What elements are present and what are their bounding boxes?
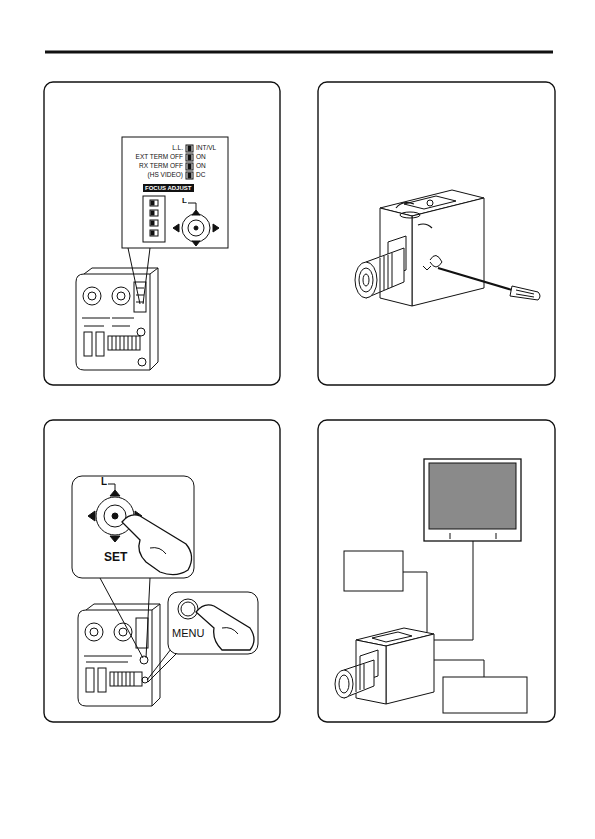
monitor bbox=[424, 459, 521, 541]
dip-switch bbox=[143, 196, 165, 242]
hand bbox=[222, 628, 238, 634]
camera-with-lens bbox=[355, 190, 540, 306]
name-plate: FOCUS ADJUST bbox=[143, 184, 194, 192]
hand bbox=[122, 515, 192, 575]
cable bbox=[432, 541, 473, 640]
camera-with-lens bbox=[335, 628, 434, 704]
panel bbox=[318, 420, 555, 722]
cable bbox=[432, 660, 484, 677]
direction-label: L bbox=[182, 197, 187, 205]
detail-inset bbox=[168, 592, 258, 654]
direction-label: L bbox=[101, 477, 107, 487]
switch-label: (HS VIDEO) bbox=[148, 172, 183, 179]
leader-line bbox=[128, 248, 140, 304]
switch-label: ON bbox=[196, 163, 206, 170]
switch-indicators bbox=[186, 145, 193, 184]
detail-inset bbox=[72, 476, 194, 578]
button-label: SET bbox=[104, 551, 127, 563]
panel bbox=[318, 82, 555, 385]
switch-label: RX TERM OFF bbox=[139, 163, 183, 170]
detail-inset bbox=[122, 137, 228, 248]
joystick bbox=[173, 203, 219, 246]
leader-line bbox=[100, 578, 143, 658]
device-box bbox=[344, 551, 403, 591]
leader-line bbox=[143, 248, 150, 304]
menu-button bbox=[178, 599, 198, 619]
panel bbox=[44, 420, 280, 722]
leader-line bbox=[146, 578, 150, 658]
button-label: MENU bbox=[172, 628, 204, 639]
switch-label: INT/VL bbox=[196, 145, 216, 152]
switch-label: EXT TERM OFF bbox=[136, 154, 183, 161]
hand bbox=[196, 605, 254, 650]
switch-label: L.L. bbox=[172, 145, 183, 152]
switch-label: ON bbox=[196, 154, 206, 161]
device-box bbox=[443, 677, 527, 713]
hand bbox=[150, 548, 166, 554]
switch-label: DC bbox=[196, 172, 205, 179]
top-rule bbox=[45, 51, 553, 54]
cable bbox=[403, 572, 427, 632]
panel bbox=[44, 82, 280, 385]
plate-text: FOCUS ADJUST bbox=[145, 185, 192, 191]
leader-line bbox=[148, 652, 178, 682]
